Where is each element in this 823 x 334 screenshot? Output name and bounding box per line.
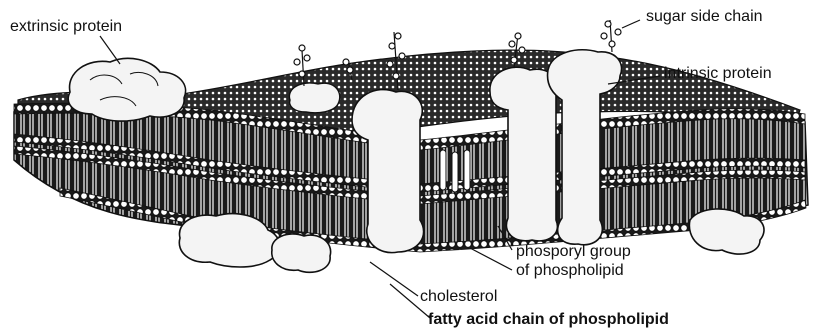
lower-extrinsic-protein-right	[272, 234, 331, 272]
extrinsic-protein-blob	[68, 58, 185, 121]
label-intrinsic-protein: intrinsic protein	[664, 65, 772, 83]
label-sugar-side-chain: sugar side chain	[646, 8, 763, 26]
label-extrinsic-protein: extrinsic protein	[10, 18, 122, 36]
right-lower-protein	[689, 209, 764, 254]
label-phosporyl-group-line1: phosporyl group	[516, 243, 631, 261]
label-fatty-acid-chain: fatty acid chain of phospholipid	[428, 311, 669, 329]
label-phosporyl-group-line2: of phospholipid	[516, 262, 624, 280]
upper-protein-small	[289, 83, 339, 113]
label-cholesterol: cholesterol	[420, 288, 497, 306]
cholesterol-molecules	[440, 150, 470, 192]
